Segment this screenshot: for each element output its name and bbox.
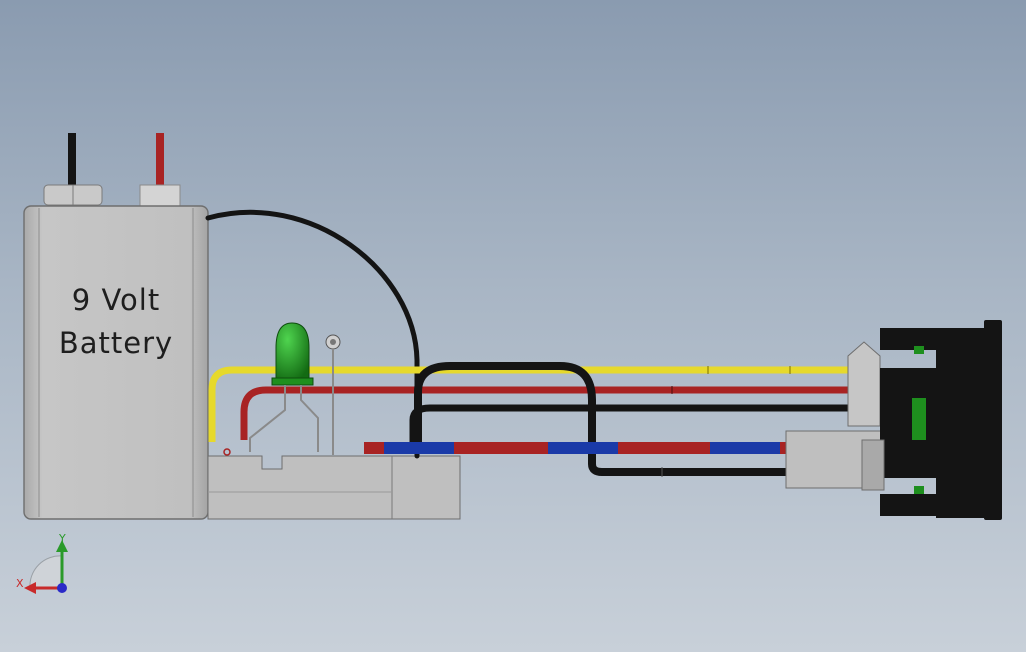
wire-black-arc[interactable] <box>205 209 420 459</box>
coordinate-triad-icon[interactable] <box>24 540 68 594</box>
battery-terminal-negative <box>43 133 103 206</box>
battery-icon[interactable] <box>23 205 209 520</box>
axis-x-label: X <box>16 577 24 590</box>
battery-label-line1: 9 Volt <box>71 283 161 317</box>
wire-yellow[interactable] <box>208 366 848 442</box>
rocker-switch-icon[interactable] <box>785 320 1002 520</box>
battery-label-line2: Battery <box>58 326 174 360</box>
wire-red-blue-heatshrink[interactable] <box>364 442 790 454</box>
led-icon[interactable] <box>249 322 319 452</box>
battery-terminal-positive <box>139 133 181 207</box>
axis-y-label: Y <box>59 532 66 545</box>
wire-black-loop[interactable] <box>414 362 790 476</box>
resistor-icon[interactable] <box>325 334 341 455</box>
circuit-board[interactable] <box>207 448 461 520</box>
wire-red[interactable] <box>240 386 848 440</box>
